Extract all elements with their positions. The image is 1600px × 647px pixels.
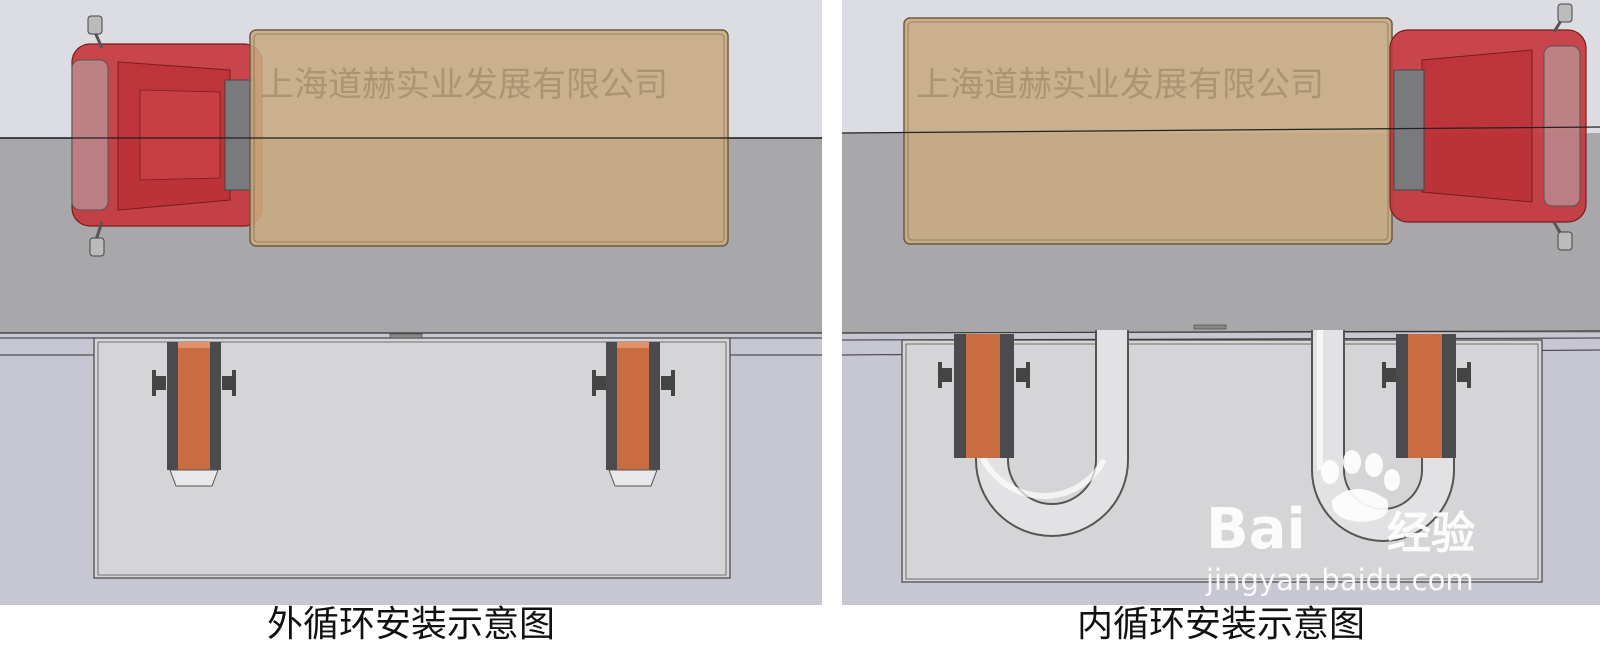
side-mirror-icon [1552, 3, 1573, 251]
watermark-brand: Bai [1206, 497, 1306, 562]
company-label: 上海道赫实业发展有限公司 [260, 65, 668, 105]
external-circulation-caption: 外循环安装示意图 [266, 604, 555, 645]
internal-circulation-caption: 内循环安装示意图 [1076, 604, 1365, 645]
truck-cab [1389, 29, 1587, 223]
baidu-watermark: Bai 经验 jingyan.baidu.com [1205, 450, 1475, 597]
internal-circulation-diagram: 上海道赫实业发展有限公司 [842, 0, 1600, 605]
heat-exchanger-left [938, 334, 1030, 458]
heat-exchanger-right [592, 342, 675, 487]
company-label: 上海道赫实业发展有限公司 [916, 65, 1324, 105]
heat-exchanger-left [152, 342, 236, 487]
internal-circulation-panel: 上海道赫实业发展有限公司 [842, 0, 1600, 605]
u-pipe-right [1311, 330, 1455, 542]
side-mirror-icon [87, 15, 105, 257]
external-circulation-panel: 上海道赫实业发展有限公司 [0, 0, 822, 605]
watermark-brand-suffix: 经验 [1387, 508, 1475, 559]
truck-cab [71, 43, 263, 227]
paw-icon [1321, 450, 1400, 522]
external-circulation-diagram: 上海道赫实业发展有限公司 [0, 0, 822, 605]
heat-exchanger-right [1382, 334, 1471, 458]
u-pipe-left [975, 330, 1129, 537]
watermark-url: jingyan.baidu.com [1205, 563, 1474, 597]
